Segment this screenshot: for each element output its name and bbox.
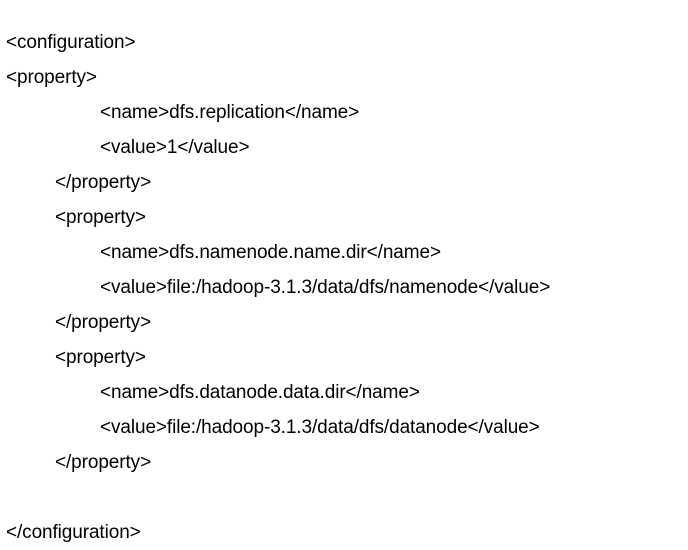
code-line: <name>dfs.replication</name> [100,102,360,123]
code-line: </property> [55,452,152,473]
blank-line [0,480,688,515]
code-line: <value>1</value> [100,137,250,158]
code-line: <value>file:/hadoop-3.1.3/data/dfs/datan… [100,417,540,438]
code-line: <property> [55,207,146,228]
code-line: <property> [55,347,146,368]
code-line: </property> [55,312,152,333]
code-line: </configuration> [6,522,141,543]
code-line: <name>dfs.datanode.data.dir</name> [100,382,420,403]
code-line: <name>dfs.namenode.name.dir</name> [100,242,441,263]
code-line: </property> [55,172,152,193]
code-line: <property> [6,67,97,88]
document-canvas: <configuration><property><name>dfs.repli… [6,32,551,543]
code-line: <value>file:/hadoop-3.1.3/data/dfs/namen… [100,277,551,298]
xml-configuration-text[interactable]: <configuration><property><name>dfs.repli… [0,25,688,550]
code-line: <configuration> [6,32,136,53]
